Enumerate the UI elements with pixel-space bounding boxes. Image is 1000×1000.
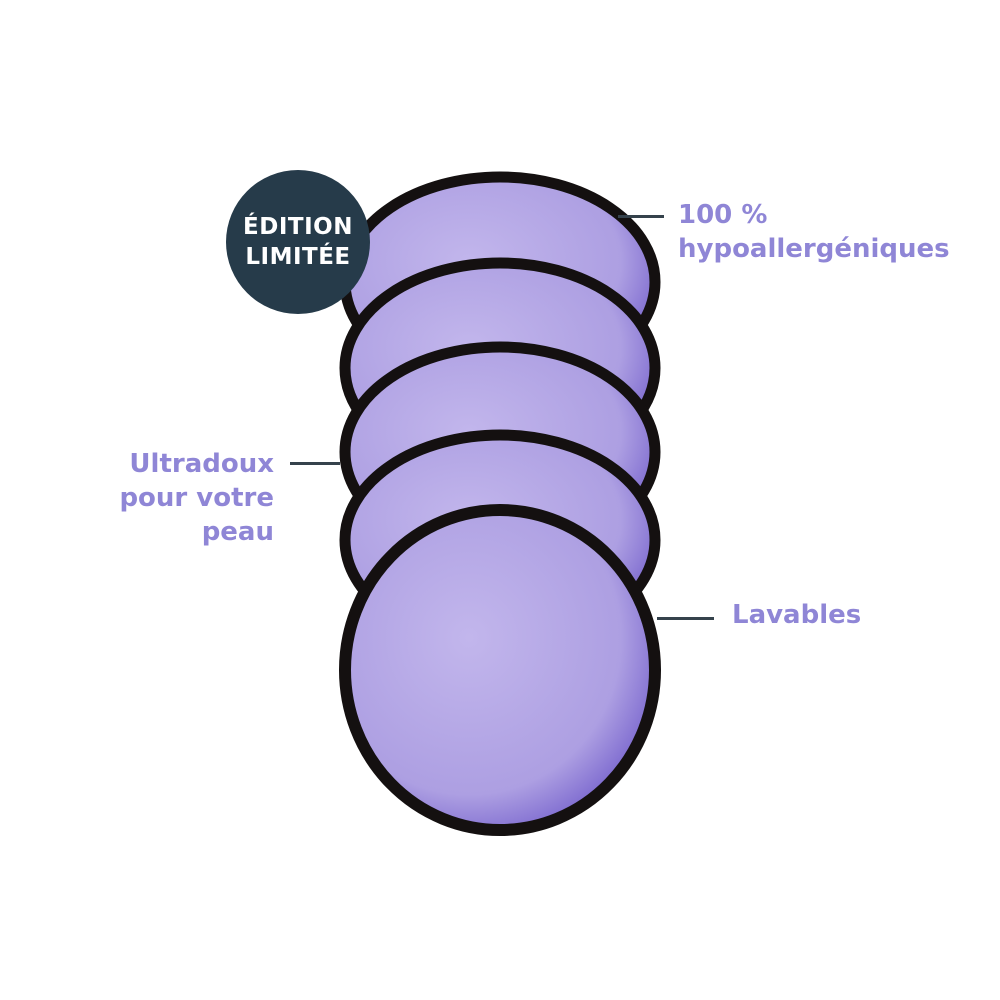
callout-hypo-line-2: hypoallergéniques [678, 234, 950, 264]
leader-line-washable [657, 617, 714, 620]
callout-soft-line-2: pour votre [119, 483, 274, 513]
callout-hypoallergenic: 100 % hypoallergéniques [678, 198, 950, 266]
callout-soft-line-1: Ultradoux [129, 449, 274, 479]
callout-soft-line-3: peau [201, 517, 274, 547]
leader-line-hypoallergenic [618, 215, 664, 218]
callout-washable-line-1: Lavables [732, 600, 862, 630]
callout-soft: Ultradoux pour votre peau [119, 447, 274, 549]
limited-edition-badge: ÉDITION LIMITÉE [226, 170, 370, 314]
badge-line-2: LIMITÉE [245, 244, 351, 270]
leader-line-soft [290, 462, 340, 465]
badge-line-1: ÉDITION [243, 214, 353, 240]
callout-washable: Lavables [732, 598, 861, 632]
callout-hypo-line-1: 100 % [678, 200, 768, 230]
pad-5-front [339, 504, 661, 836]
